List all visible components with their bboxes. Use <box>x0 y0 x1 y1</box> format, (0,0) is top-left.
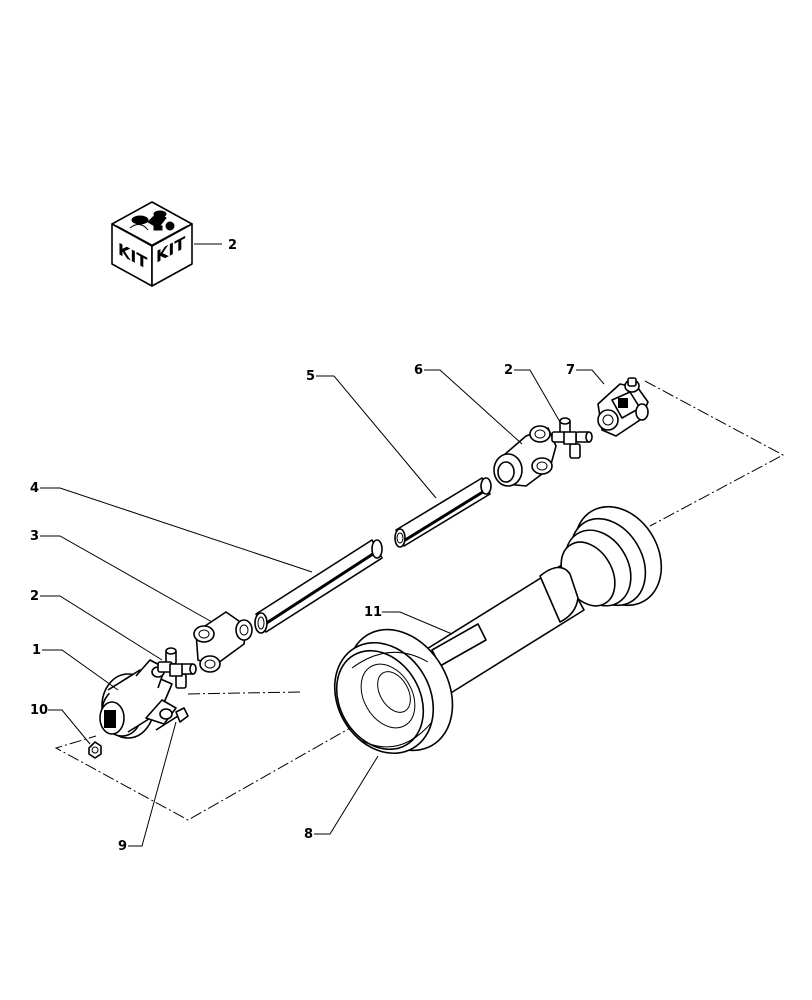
callout-1: 1 <box>32 643 41 658</box>
kit-box-icon: KIT KIT <box>111 201 193 287</box>
inner-yoke <box>193 611 253 673</box>
callout-2-top: 2 <box>504 363 513 378</box>
flange-yoke <box>99 659 177 739</box>
leader-9 <box>128 721 177 847</box>
callout-3: 3 <box>30 529 39 544</box>
leader-7 <box>576 369 605 385</box>
callout-2-left: 2 <box>30 589 39 604</box>
leader-11 <box>382 611 453 635</box>
leader-2-left <box>40 595 163 661</box>
callout-6: 6 <box>414 363 423 378</box>
callout-10: 10 <box>30 703 48 718</box>
outer-tube <box>394 477 492 548</box>
assembly-boundary <box>644 380 785 527</box>
leader-4 <box>40 487 313 573</box>
kit-callout: 2 <box>228 238 237 253</box>
leader-5 <box>316 375 437 499</box>
callout-9: 9 <box>118 839 127 854</box>
callout-8: 8 <box>304 827 313 842</box>
bolt <box>155 707 189 731</box>
assembly-boundary-mid <box>185 691 301 695</box>
callout-4: 4 <box>30 481 39 496</box>
universal-joint <box>597 377 649 437</box>
callout-11: 11 <box>364 605 382 620</box>
callout-5: 5 <box>306 369 315 384</box>
leader-1 <box>42 649 119 691</box>
assembly-boundary-lower <box>54 693 411 821</box>
leader-8 <box>314 755 379 835</box>
cross-journal-lower <box>157 647 197 689</box>
inner-tube <box>254 539 383 634</box>
driveshaft-guard <box>333 505 663 755</box>
leader-6 <box>424 369 523 445</box>
outer-yoke <box>493 425 557 487</box>
leader-10 <box>48 709 91 745</box>
leader-3 <box>40 535 213 623</box>
cross-journal-upper <box>551 417 593 459</box>
nut <box>88 741 102 759</box>
leader-2-top <box>514 369 561 423</box>
callout-7: 7 <box>566 363 575 378</box>
